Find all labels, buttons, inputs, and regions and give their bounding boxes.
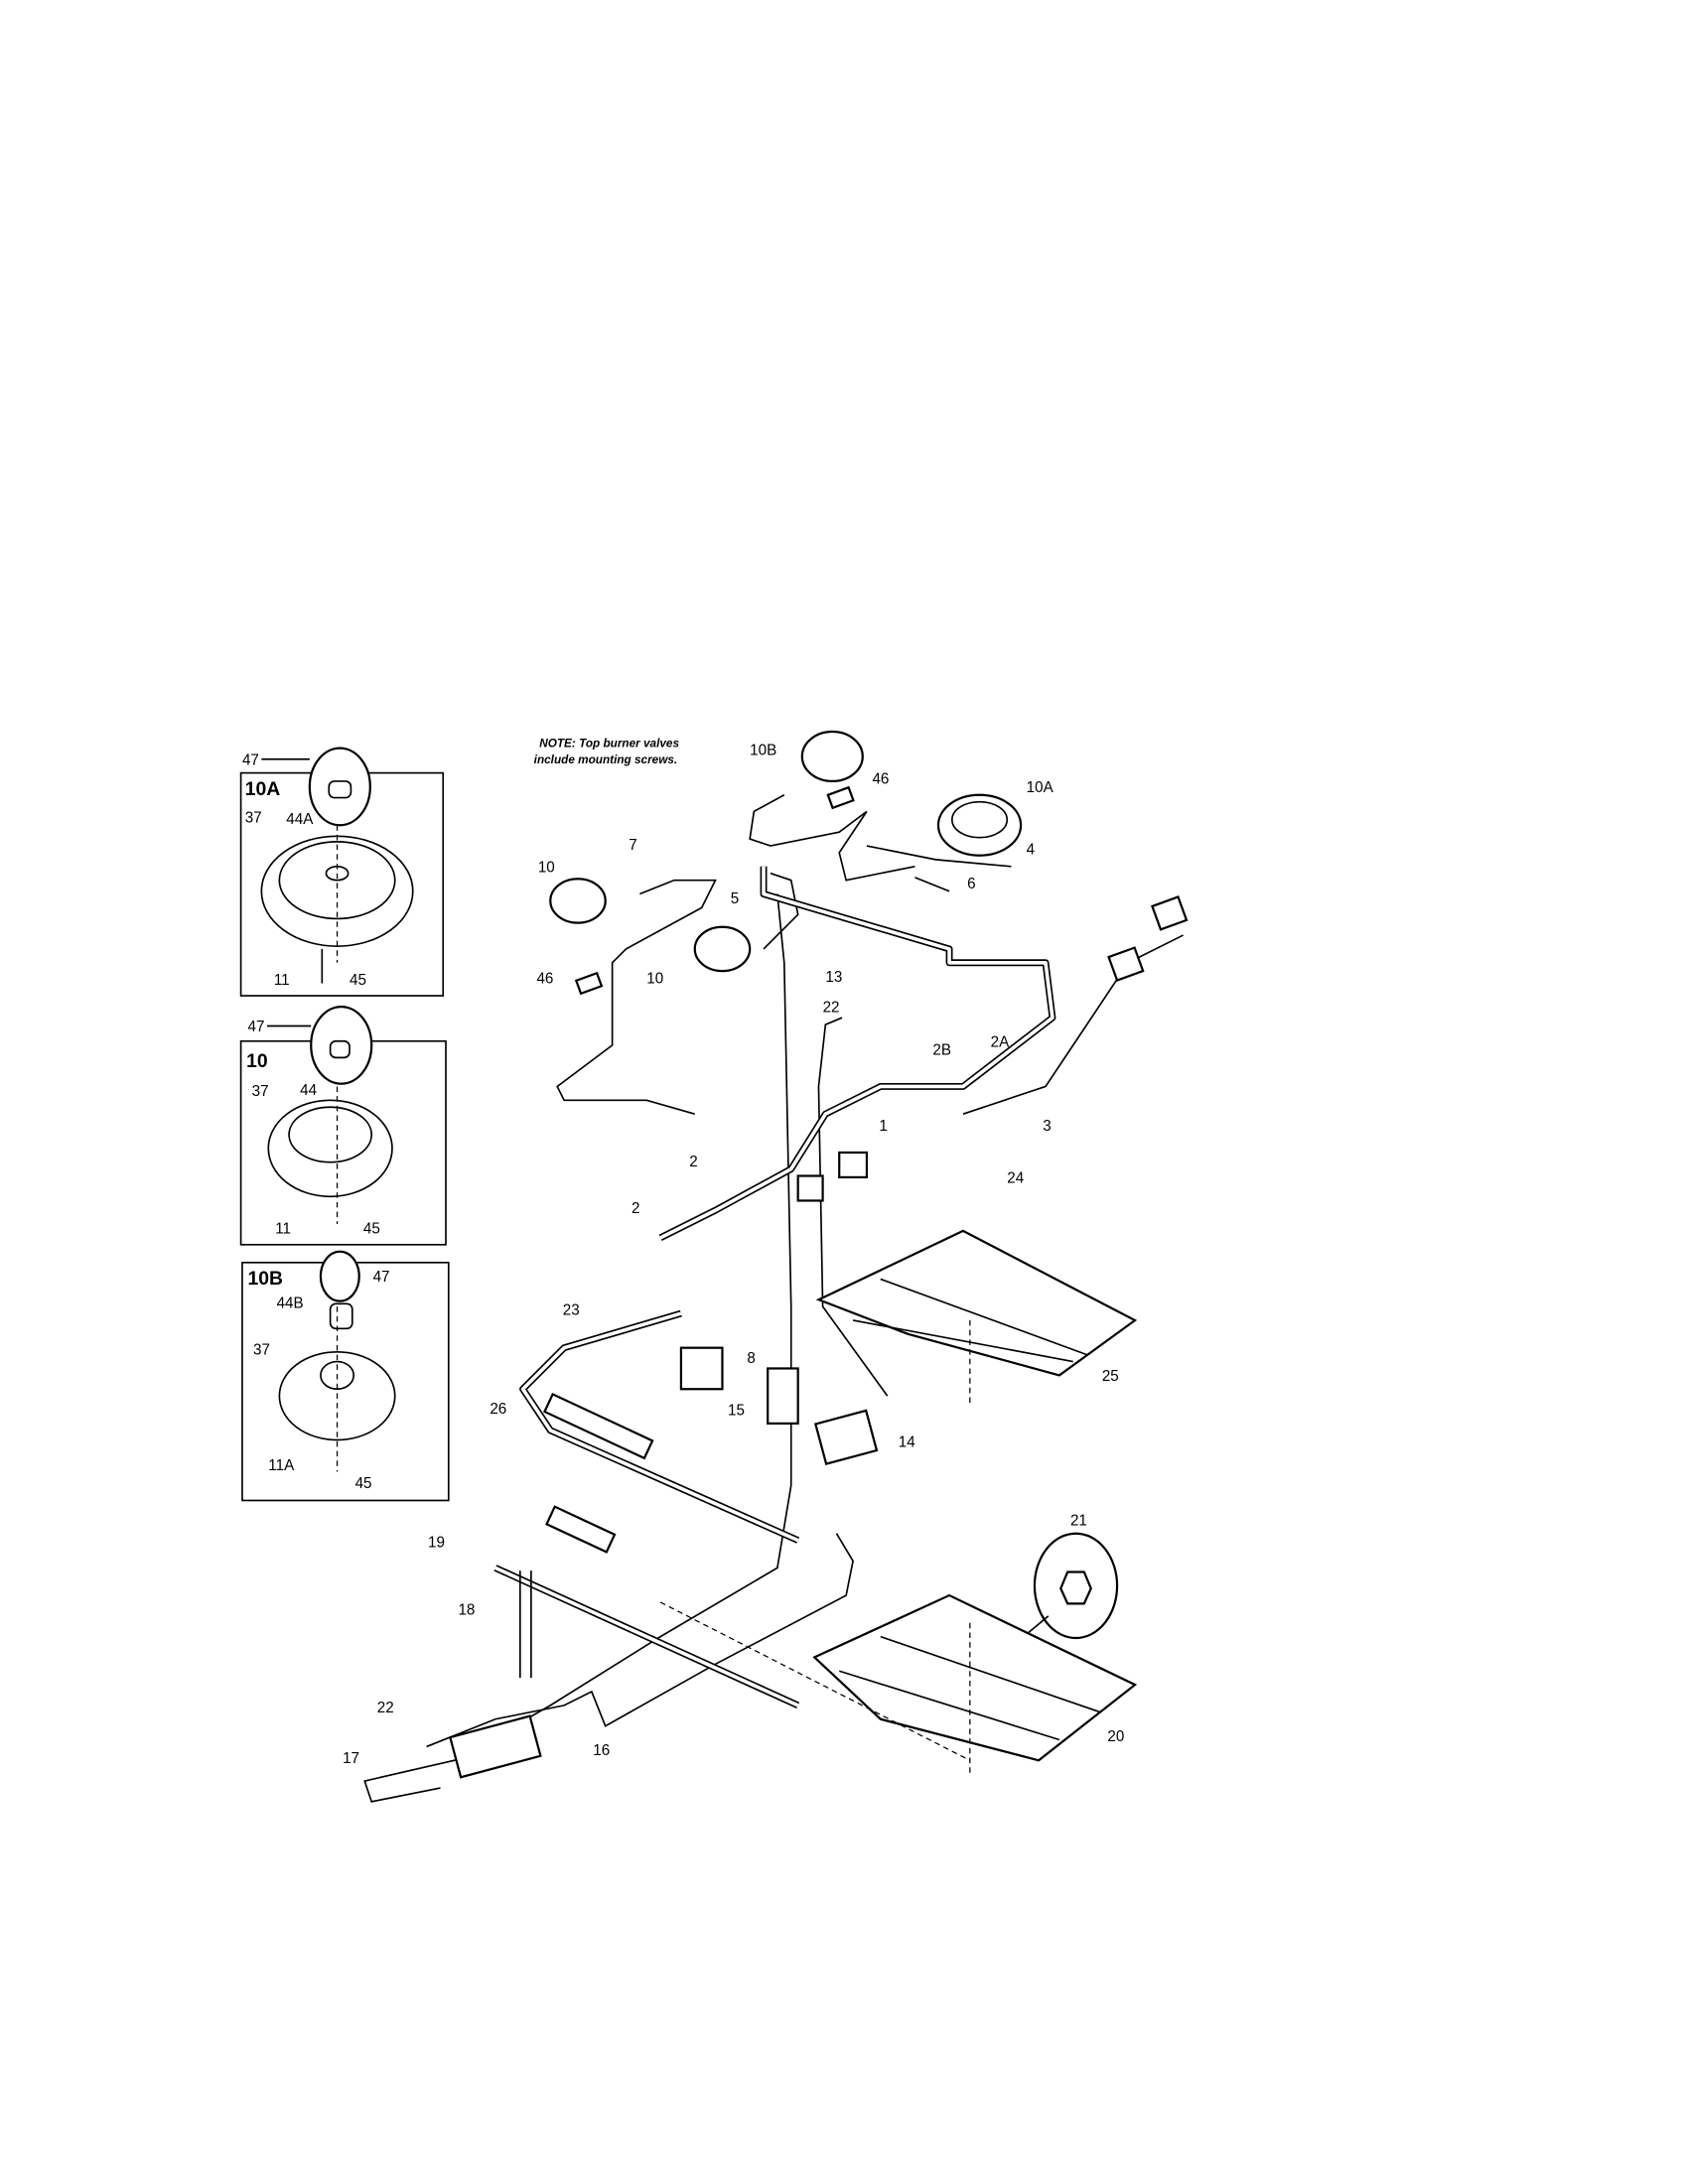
callout-5: 5: [731, 890, 739, 907]
callout-23: 23: [563, 1301, 580, 1318]
callout-21: 21: [1070, 1512, 1087, 1529]
callout-10a: 10A: [1027, 779, 1054, 796]
callout-25: 25: [1102, 1368, 1119, 1385]
label-37: 37: [245, 809, 262, 826]
callout-4: 4: [1027, 841, 1036, 858]
callout-2b: 2B: [932, 1042, 951, 1059]
callout-13: 13: [825, 969, 842, 986]
callout-2: 2: [632, 1200, 639, 1217]
callout-18: 18: [458, 1601, 475, 1618]
inset-10a: 10A 47 37 44A 11 45: [239, 747, 445, 997]
label-37: 37: [253, 1342, 270, 1359]
heat-shields: [659, 1229, 1138, 1775]
inset-title: 10A: [245, 778, 281, 800]
callout-22: 22: [377, 1700, 394, 1716]
label-44b: 44B: [277, 1296, 304, 1312]
callout-17: 17: [343, 1750, 359, 1767]
inset-10: 10 47 37 44 11 45: [239, 1005, 447, 1246]
callout-2a: 2A: [991, 1033, 1010, 1050]
callout-8: 8: [747, 1350, 755, 1367]
gas-tubing: [363, 794, 1184, 1803]
label-45: 45: [363, 1221, 380, 1238]
label-44: 44: [300, 1082, 317, 1099]
callout-19: 19: [428, 1535, 445, 1552]
callout-labels: 10B 46 10A 7 10 5 4 6 46 10 13 22 2B 2A …: [343, 743, 1124, 1767]
label-45: 45: [350, 972, 366, 989]
callout-10b: 10B: [750, 743, 776, 759]
label-11: 11: [275, 1221, 291, 1238]
callout-14: 14: [899, 1433, 915, 1450]
callout-1: 1: [879, 1118, 887, 1135]
label-44a: 44A: [286, 811, 314, 828]
label-45: 45: [355, 1475, 372, 1492]
callout-10: 10: [646, 971, 663, 988]
callout-15: 15: [728, 1403, 745, 1420]
callout-2: 2: [689, 1154, 697, 1170]
callout-46: 46: [536, 971, 553, 988]
callout-26: 26: [490, 1401, 506, 1418]
callout-16: 16: [593, 1742, 610, 1759]
callout-24: 24: [1007, 1169, 1024, 1186]
label-47: 47: [242, 751, 259, 768]
burners: [549, 730, 1023, 996]
cap-detail-circle: [308, 747, 371, 827]
note-line-2: include mounting screws.: [534, 753, 677, 766]
label-11a: 11A: [268, 1457, 295, 1474]
callout-7: 7: [629, 837, 636, 854]
callout-46: 46: [872, 771, 889, 788]
callout-20: 20: [1107, 1728, 1124, 1745]
note-line-1: NOTE: Top burner valves: [539, 737, 679, 750]
components: [449, 895, 1189, 1779]
inset-title: 10B: [248, 1268, 284, 1290]
label-37: 37: [252, 1083, 269, 1100]
label-47: 47: [373, 1269, 390, 1286]
label-11: 11: [274, 972, 290, 989]
inset-title: 10: [246, 1050, 268, 1072]
callout-3: 3: [1043, 1118, 1051, 1135]
label-47: 47: [248, 1019, 265, 1035]
inset-10b: 10B 47 44B 37 11A 45: [241, 1250, 450, 1502]
callout-22: 22: [823, 1000, 840, 1017]
callout-6: 6: [967, 876, 975, 892]
callout-10: 10: [538, 859, 555, 876]
